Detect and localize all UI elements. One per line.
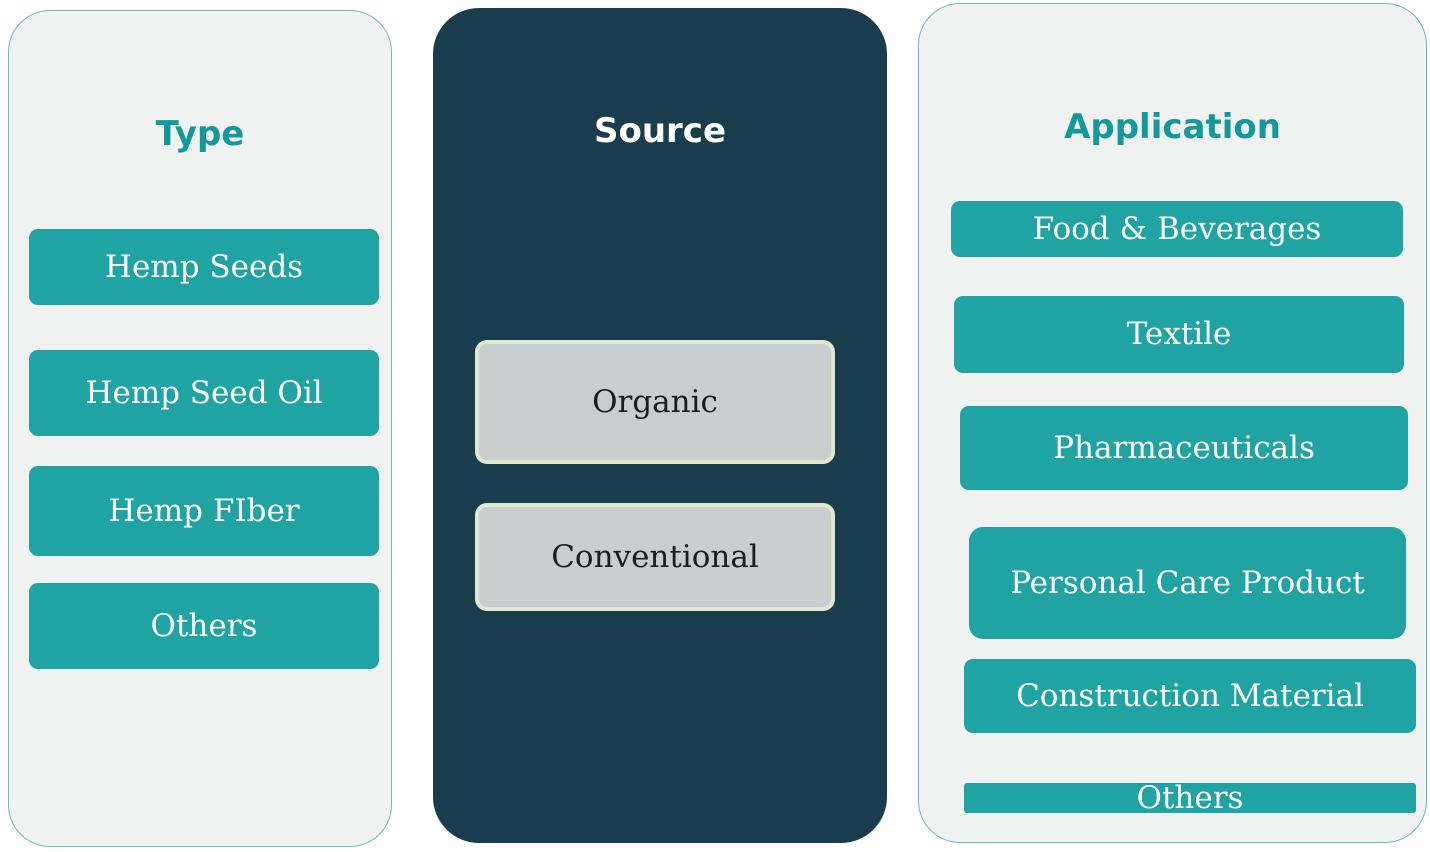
application-item-personal-care-product: Personal Care Product (969, 527, 1406, 639)
type-item-hemp-seed-oil: Hemp Seed Oil (29, 350, 379, 436)
source-panel: Source Organic Conventional (433, 8, 887, 843)
application-panel: Application Food & Beverages Textile Pha… (918, 3, 1427, 843)
type-item-others: Others (29, 583, 379, 669)
type-panel: Type Hemp Seeds Hemp Seed Oil Hemp FIber… (8, 10, 392, 847)
type-item-hemp-seeds: Hemp Seeds (29, 229, 379, 305)
application-item-construction-material: Construction Material (964, 659, 1416, 733)
application-item-textile: Textile (954, 296, 1404, 373)
source-panel-title: Source (593, 111, 727, 151)
source-item-conventional: Conventional (475, 503, 835, 611)
application-panel-title: Application (1064, 107, 1281, 147)
source-item-organic: Organic (475, 340, 835, 464)
application-item-pharmaceuticals: Pharmaceuticals (960, 406, 1408, 490)
application-item-others: Others (964, 782, 1416, 813)
type-panel-title: Type (155, 114, 245, 154)
application-item-food-beverages: Food & Beverages (951, 201, 1403, 257)
type-item-hemp-fiber: Hemp FIber (29, 466, 379, 556)
